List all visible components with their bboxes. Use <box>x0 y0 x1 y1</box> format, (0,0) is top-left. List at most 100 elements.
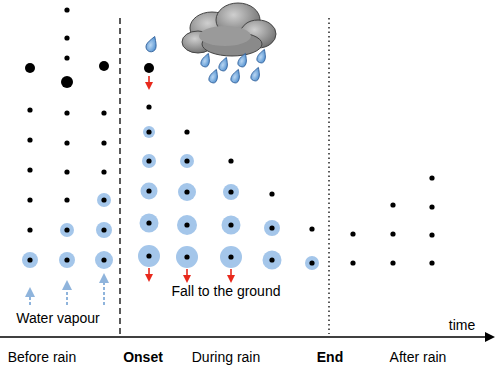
large-particle <box>61 76 73 88</box>
particle <box>64 140 69 145</box>
particle <box>184 189 189 194</box>
time-axis <box>0 336 487 338</box>
annotation-label: Water vapour <box>15 310 101 326</box>
droplet <box>138 245 160 267</box>
particle <box>101 110 106 115</box>
phase-label: End <box>316 349 344 365</box>
large-particle <box>144 63 154 73</box>
phase-label: Before rain <box>7 349 77 365</box>
particle <box>64 169 69 174</box>
particle <box>27 167 32 172</box>
particle <box>64 257 69 262</box>
vapour-arrow <box>103 278 105 305</box>
particle-column <box>95 61 113 269</box>
raindrop <box>145 35 160 53</box>
rain-cloud <box>182 3 276 84</box>
droplet <box>143 126 155 138</box>
particle <box>350 231 355 236</box>
raindrop <box>256 48 268 64</box>
particle-column <box>138 35 160 278</box>
particle <box>27 137 32 142</box>
fall-arrow <box>148 268 150 278</box>
particle-column <box>390 202 395 265</box>
particle <box>64 110 69 115</box>
particle-column <box>305 226 319 270</box>
particle <box>101 169 106 174</box>
particle <box>309 260 314 265</box>
particle <box>350 260 355 265</box>
raindrop <box>218 56 230 72</box>
particle-column <box>429 175 434 265</box>
droplet <box>141 183 158 200</box>
droplet <box>60 223 74 237</box>
droplet <box>264 220 280 236</box>
end-dotted-line <box>328 18 329 334</box>
particle <box>184 129 189 134</box>
particle <box>101 197 106 202</box>
fall-arrow <box>230 269 232 279</box>
particle <box>101 140 106 145</box>
particle <box>146 253 151 258</box>
particle <box>64 227 69 232</box>
particle <box>429 175 434 180</box>
particle <box>269 257 274 262</box>
particle <box>27 227 32 232</box>
phase-label: After rain <box>389 349 448 365</box>
particle <box>64 35 69 40</box>
large-particle <box>25 63 35 73</box>
annotation-label: Fall to the ground <box>171 283 282 299</box>
droplet <box>263 251 282 270</box>
vapour-arrow <box>29 292 31 305</box>
droplet <box>220 246 242 268</box>
fall-arrow <box>148 76 150 86</box>
particle-column <box>220 158 242 279</box>
axis-label: time <box>448 317 476 333</box>
particle <box>146 129 151 134</box>
fall-arrow <box>186 269 188 279</box>
raindrop <box>237 52 249 68</box>
particle <box>390 202 395 207</box>
droplet <box>178 183 196 201</box>
droplet <box>305 256 319 270</box>
raindrop <box>250 66 262 82</box>
particle <box>429 232 434 237</box>
particle <box>228 222 233 227</box>
particle <box>64 197 69 202</box>
raindrop <box>230 68 242 84</box>
large-particle <box>99 61 109 71</box>
cloud-fill <box>199 26 251 46</box>
droplet <box>222 216 241 235</box>
particle <box>146 158 151 163</box>
droplet <box>22 252 38 268</box>
particle <box>228 254 233 259</box>
raindrop <box>208 68 220 84</box>
droplet <box>97 193 111 207</box>
particle <box>146 220 151 225</box>
vapour-arrow <box>66 285 68 305</box>
particle-column <box>350 231 355 265</box>
particle-column <box>176 129 198 279</box>
particle <box>269 191 274 196</box>
particle <box>101 257 106 262</box>
droplet <box>95 251 113 269</box>
particle <box>228 158 233 163</box>
droplet <box>142 154 156 168</box>
particle <box>228 189 233 194</box>
particle <box>184 158 189 163</box>
particle <box>184 254 189 259</box>
particle <box>184 222 189 227</box>
particle <box>390 260 395 265</box>
particle-column <box>59 7 75 268</box>
particle-column <box>22 63 38 268</box>
particle <box>101 227 106 232</box>
particle <box>27 197 32 202</box>
particle <box>27 107 32 112</box>
particle <box>27 257 32 262</box>
particle <box>390 231 395 236</box>
particle <box>146 188 151 193</box>
time-axis-head <box>485 332 495 342</box>
particle <box>269 225 274 230</box>
particle <box>64 7 69 12</box>
